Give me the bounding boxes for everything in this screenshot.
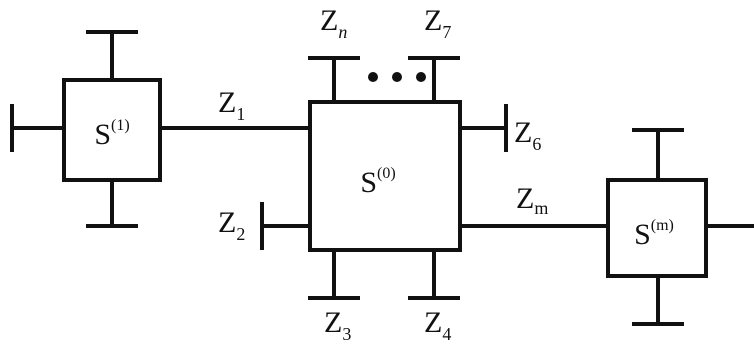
ellipsis-dot	[392, 72, 402, 82]
block-sm-group: S(m)	[606, 128, 754, 326]
block-s0-label: S(0)	[360, 165, 395, 199]
label-z7: Z7	[424, 4, 451, 42]
ellipsis-dot	[368, 72, 378, 82]
label-z6: Z6	[514, 116, 541, 154]
ellipsis-dots	[368, 72, 426, 82]
block-sm-label: S(m)	[634, 217, 674, 251]
ellipsis-dot	[416, 72, 426, 82]
block-s0-group: S(0)	[260, 56, 508, 300]
block-sm	[606, 178, 708, 278]
label-z3: Z3	[324, 306, 351, 344]
label-z1: Z1	[218, 86, 245, 124]
label-z2: Z2	[218, 206, 245, 244]
label-zm: Zm	[516, 182, 548, 218]
label-zn: Zn	[320, 4, 347, 42]
block-s1-group: S(1)	[10, 30, 162, 228]
block-s1-label: S(1)	[94, 117, 129, 151]
block-s0	[308, 100, 462, 252]
label-z4: Z4	[424, 306, 451, 344]
block-s1	[62, 78, 162, 182]
